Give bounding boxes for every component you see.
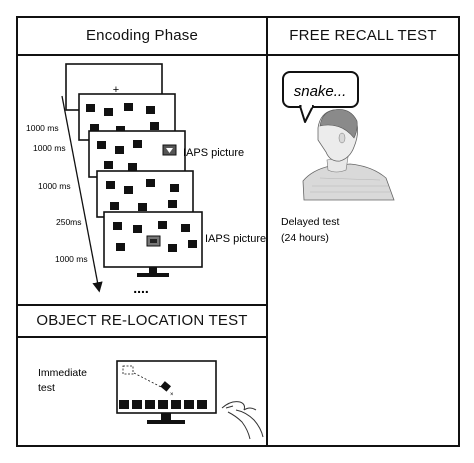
screen-4 [96, 170, 194, 218]
person-figure [302, 109, 395, 201]
dragged-object [160, 381, 171, 392]
timing-label-1: 1000 ms [26, 123, 59, 133]
relocation-title: OBJECT RE-LOCATION TEST [36, 311, 248, 329]
timing-label-3: 1000 ms [38, 181, 71, 191]
iaps-label-2: IAPS picture [205, 233, 266, 245]
timeline-arrow [61, 95, 103, 293]
timing-label-4: 250ms [56, 217, 82, 227]
timing-label-2: 1000 ms [33, 143, 66, 153]
continuation-dots: .... [133, 280, 149, 296]
screen-3 [88, 130, 186, 178]
relocation-header: OBJECT RE-LOCATION TEST [16, 304, 268, 338]
cursor-mark: × [170, 392, 174, 398]
iaps-label-1: IAPS picture [183, 147, 244, 159]
target-location [122, 365, 134, 375]
relocation-monitor: × [116, 360, 217, 424]
screen-5-monitor [103, 211, 203, 277]
immediate-label-line2: test [38, 382, 55, 394]
hand-mouse-icon [221, 401, 264, 440]
immediate-label-line1: Immediate [38, 367, 87, 379]
delayed-label-line1: Delayed test [281, 216, 339, 228]
encoding-header: Encoding Phase [16, 16, 268, 56]
speech-bubble: snake... [282, 71, 359, 123]
timing-label-5: 1000 ms [55, 254, 88, 264]
speech-text: snake... [294, 83, 347, 100]
fixation-cross: + [113, 84, 119, 96]
encoding-title: Encoding Phase [85, 26, 199, 44]
delayed-label-line2: (24 hours) [281, 232, 329, 244]
recall-title: FREE RECALL TEST [289, 26, 437, 44]
recall-header: FREE RECALL TEST [266, 16, 460, 56]
